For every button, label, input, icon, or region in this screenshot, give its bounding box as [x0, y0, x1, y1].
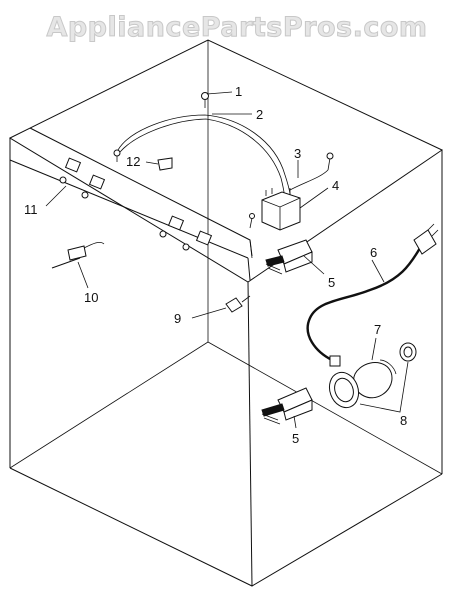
leader-lines: [45, 91, 409, 429]
transformer-part: [261, 188, 301, 231]
sensor-probe-part: [51, 241, 105, 269]
callout-3: 3: [294, 146, 301, 161]
power-cord-part: [306, 223, 439, 367]
cabinet-outline: [8, 39, 444, 587]
callouts: 1 2 3 4 5 5 6 7 8 9 10 11 12: [24, 84, 407, 446]
callout-6: 6: [370, 245, 377, 260]
lamp-bulb-part: [328, 359, 397, 409]
wire-harness: [113, 114, 334, 229]
console-switches: [59, 157, 213, 251]
callout-7: 7: [374, 322, 381, 337]
callout-10: 10: [84, 290, 98, 305]
callout-5-upper: 5: [328, 275, 335, 290]
connector-part: [225, 295, 251, 313]
lamp-socket-part: [399, 342, 417, 362]
screw-part: [201, 92, 209, 108]
callout-12: 12: [126, 154, 140, 169]
callout-4: 4: [332, 178, 339, 193]
callout-1: 1: [235, 84, 242, 99]
callout-11: 11: [24, 202, 38, 217]
callout-2: 2: [256, 107, 263, 122]
receptacle-lower-part: [261, 387, 313, 425]
callout-8: 8: [400, 413, 407, 428]
callout-9: 9: [174, 311, 181, 326]
callout-5-lower: 5: [292, 431, 299, 446]
tag-part: [157, 157, 173, 171]
